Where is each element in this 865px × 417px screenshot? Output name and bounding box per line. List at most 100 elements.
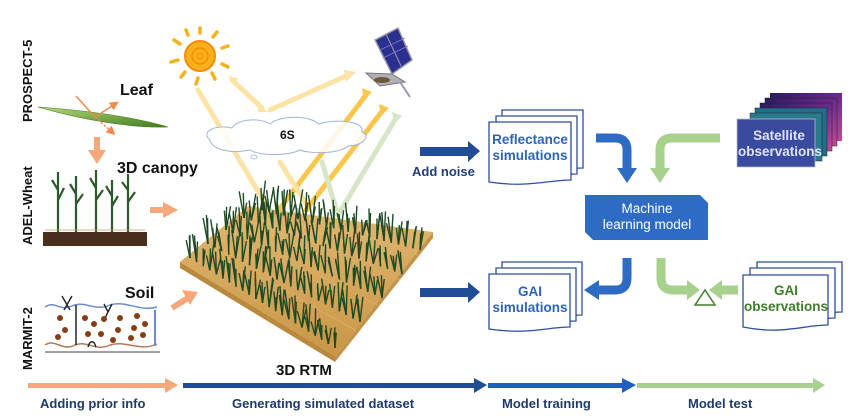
grass-blade — [300, 203, 306, 222]
grass-blade — [297, 266, 303, 291]
cloud-icon — [206, 116, 367, 160]
grass-blade — [336, 252, 341, 280]
grass-blade — [378, 248, 382, 267]
sun-icon — [169, 26, 230, 86]
gai-obs-doc — [742, 261, 843, 331]
grass-blade — [272, 186, 278, 214]
satellite-line1: Satellite — [753, 128, 805, 143]
model-label-prospect: PROSPECT-5 — [20, 39, 35, 122]
grass-blade — [323, 202, 328, 227]
grass-blade — [389, 254, 396, 272]
grass-blade — [419, 227, 423, 251]
grass-blade — [210, 219, 216, 248]
grass-blade — [268, 279, 275, 308]
ml-line2: learning model — [602, 217, 692, 233]
grass-blade — [303, 248, 306, 265]
grass-blade — [345, 285, 348, 315]
model-label-adel-wheat: ADEL-Wheat — [20, 166, 35, 245]
grass-blade — [365, 220, 371, 238]
grass-blade — [342, 224, 346, 254]
grass-blade — [318, 207, 323, 225]
grass-blade — [358, 231, 361, 259]
canopy-label: 3D canopy — [117, 160, 198, 177]
grass-blade — [205, 215, 209, 245]
grass-blade — [279, 285, 283, 316]
grass-blade — [311, 195, 317, 223]
grass-blade — [238, 272, 244, 291]
arrow-head-to-delta-left — [687, 280, 700, 300]
grass-blade — [263, 201, 267, 226]
gai-sim-doc — [488, 261, 583, 332]
grass-blade — [268, 189, 274, 212]
grass-blade — [296, 234, 302, 261]
grass-blade — [243, 202, 248, 219]
grass-blade — [397, 250, 403, 275]
grass-blade — [286, 217, 292, 234]
arrow-head-to-ml-green — [650, 168, 670, 183]
grass-blade — [328, 256, 334, 277]
grass-blade — [274, 265, 278, 280]
add-noise-label: Add noise — [412, 164, 475, 179]
reflectance-line1: Reflectance — [492, 132, 568, 147]
navy-arrows — [420, 141, 480, 303]
ml-line1: Machine — [621, 201, 673, 216]
reflectance-doc — [488, 109, 584, 185]
grass-blade — [293, 221, 297, 236]
grass-blade — [412, 227, 417, 249]
grass-blade — [202, 249, 206, 267]
satellite-obs-stack — [736, 93, 842, 168]
atmosphere-label: 6S — [280, 128, 295, 142]
soil-diagram — [44, 295, 160, 353]
canopy-image — [43, 170, 147, 246]
grass-blade — [255, 248, 259, 269]
gai-sim-line2: simulations — [492, 299, 568, 315]
grass-blade — [295, 223, 303, 239]
grass-blade — [344, 256, 348, 283]
grass-blade — [214, 251, 218, 275]
grass-blade — [297, 189, 304, 220]
reflectance-line2: simulations — [492, 147, 568, 163]
ml-model-box — [585, 195, 708, 240]
grass-blade — [273, 291, 277, 312]
gai-obs-label: GAI observations — [743, 283, 829, 314]
grass-blade — [225, 206, 228, 231]
grass-blade — [248, 200, 252, 221]
grass-blade — [265, 226, 270, 249]
grass-blade — [384, 247, 389, 269]
grass-blade — [352, 294, 358, 319]
grass-blade — [221, 260, 224, 279]
orange-arrows — [88, 137, 198, 311]
satellite-line2: observations — [738, 143, 823, 159]
grass-blade — [322, 231, 326, 247]
reflectance-sim-label: Reflectance simulations — [490, 132, 570, 163]
grass-blade — [314, 319, 320, 336]
satellite-obs-label: Satellite observations — [738, 128, 823, 159]
grass-blade — [383, 211, 387, 241]
grass-blade — [404, 220, 410, 247]
grass-blade — [301, 302, 305, 328]
ml-model-label: Machine learning model — [588, 201, 706, 233]
grass-blade — [290, 266, 293, 287]
grass-blade — [313, 250, 319, 271]
grass-blade — [315, 218, 319, 244]
grass-blade — [355, 296, 361, 323]
grass-blade — [329, 222, 332, 249]
grass-blade — [338, 290, 343, 312]
grass-blade — [368, 237, 374, 264]
blue-curved-arrows — [596, 133, 632, 295]
grass-blade — [336, 212, 342, 231]
grass-blade — [284, 289, 290, 320]
grass-blade — [310, 250, 313, 268]
grass-blade — [254, 271, 257, 299]
grass-blade — [249, 222, 256, 243]
arrow-head-to-ml — [617, 168, 637, 183]
grass-blade — [361, 219, 364, 236]
grass-blade — [227, 262, 231, 283]
grass-blade — [282, 239, 285, 255]
grass-blade — [316, 286, 320, 301]
grass-blade — [294, 204, 299, 220]
grass-blade — [344, 202, 349, 232]
grass-blade — [256, 196, 260, 224]
grass-blade — [359, 271, 362, 289]
